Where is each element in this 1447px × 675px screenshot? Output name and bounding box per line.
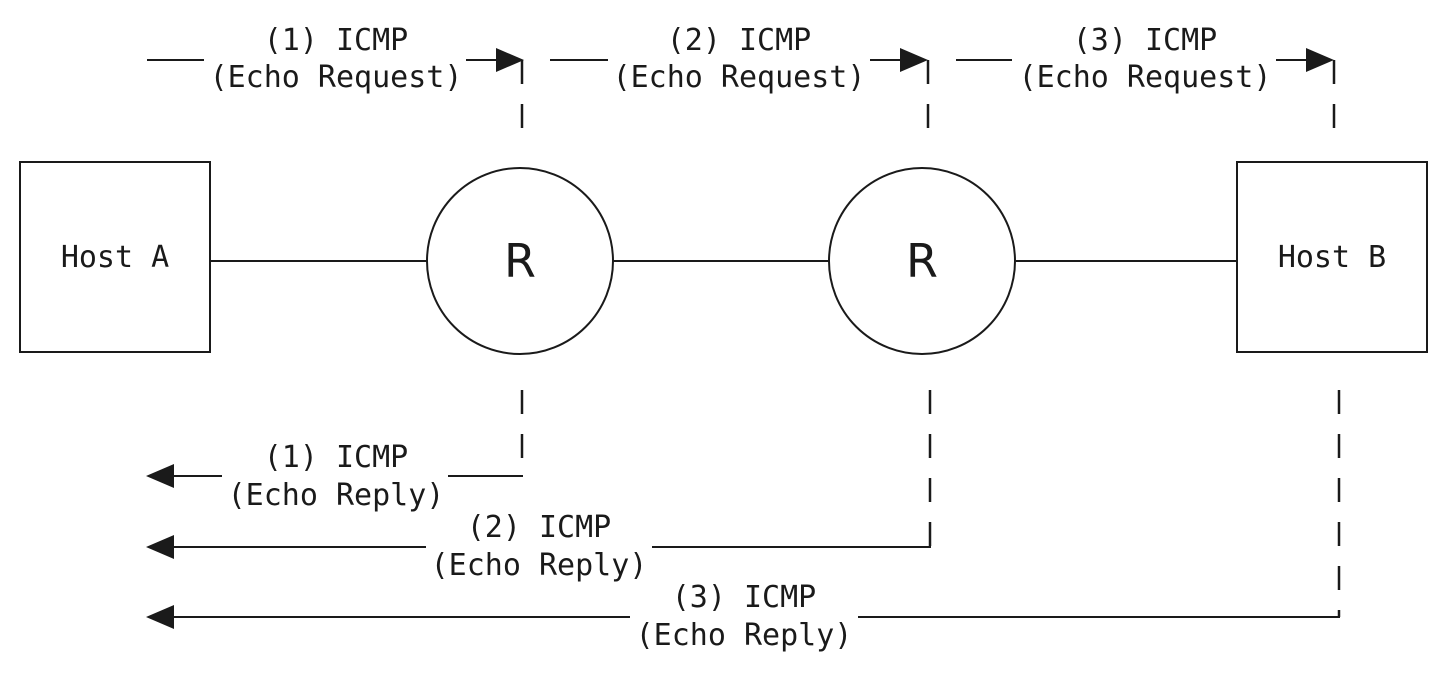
request-2-line2: (Echo Request) [613,60,866,95]
request-3-line2: (Echo Request) [1019,60,1272,95]
reply-3-line2: (Echo Reply) [636,618,853,653]
reply-1-line2: (Echo Reply) [228,478,445,513]
request-1-arrow [147,48,524,142]
reply-1-line1: (1) ICMP [264,440,409,475]
reply-2-line1: (2) ICMP [467,510,612,545]
reply-2-arrow [146,390,932,559]
reply-3-arrow [146,390,1341,629]
router-1-label: R [504,234,536,288]
router-2-label: R [906,234,938,288]
host-b-box [1236,161,1428,353]
reply-2-line2: (Echo Reply) [431,548,648,583]
host-a-box [19,161,211,353]
request-1-line2: (Echo Request) [210,60,463,95]
request-1-line1: (1) ICMP [264,23,409,58]
request-3-arrow [956,48,1336,142]
host-a-label: Host A [61,240,169,275]
router-1-circle [426,167,614,355]
request-2-line1: (2) ICMP [667,23,812,58]
reply-3-line1: (3) ICMP [672,580,817,615]
reply-1-arrow [146,390,524,488]
host-b-label: Host B [1278,240,1386,275]
request-2-arrow [550,48,930,142]
router-2-circle [828,167,1016,355]
request-3-line1: (3) ICMP [1073,23,1218,58]
